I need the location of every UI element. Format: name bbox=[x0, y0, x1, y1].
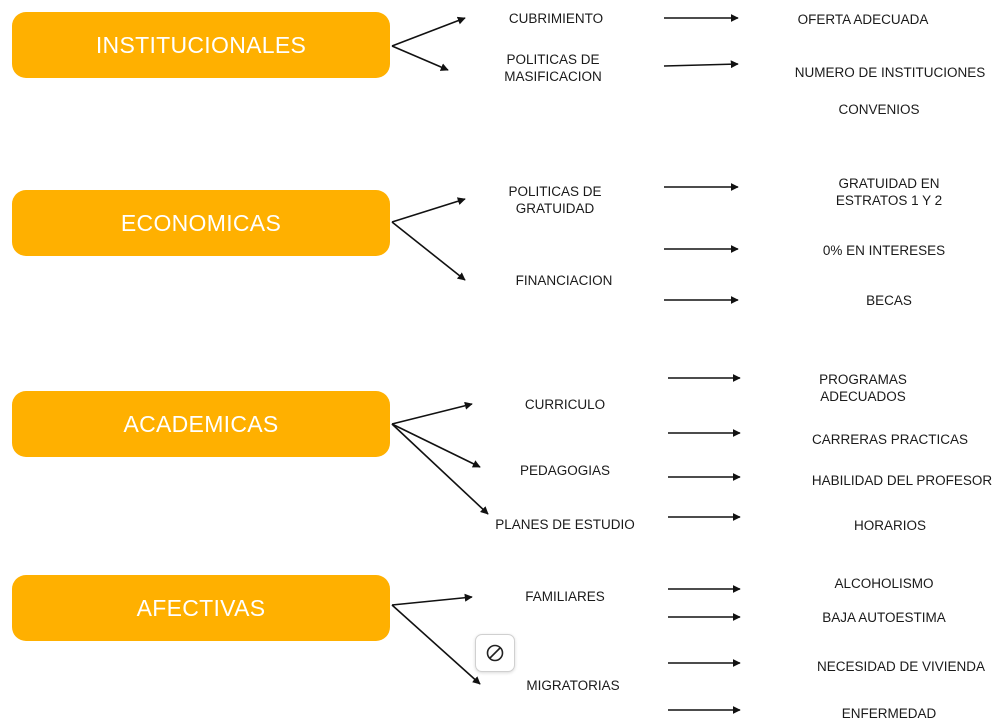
outcome-oferta-adecuada: OFERTA ADECUADA bbox=[797, 12, 929, 27]
prohibited-icon bbox=[486, 644, 504, 662]
not-allowed-button[interactable] bbox=[475, 634, 515, 672]
outcome-baja-autoestima: BAJA AUTOESTIMA bbox=[822, 610, 946, 625]
outcome-becas: BECAS bbox=[866, 293, 912, 308]
outcome-convenios: CONVENIOS bbox=[838, 102, 920, 117]
factor-pedagogias: PEDAGOGIAS bbox=[519, 463, 611, 478]
arrow-eco-gratuidad bbox=[391, 197, 466, 223]
factor-cubrimiento: CUBRIMIENTO bbox=[508, 11, 604, 26]
factor-familiares: FAMILIARES bbox=[525, 589, 605, 604]
arrow-afec-familiares bbox=[391, 593, 473, 606]
outcome-horarios: HORARIOS bbox=[853, 518, 927, 533]
factor-politicas-masificacion-line2: MASIFICACION bbox=[504, 69, 602, 84]
factor-politicas-masificacion-line1: POLITICAS DE bbox=[506, 52, 600, 67]
outcome-habilidad-profesor: HABILIDAD DEL PROFESOR bbox=[811, 473, 993, 488]
factor-planes-estudio: PLANES DE ESTUDIO bbox=[495, 517, 635, 532]
outcome-carreras-practicas: CARRERAS PRACTICAS bbox=[811, 432, 969, 447]
factor-financiacion: FINANCIACION bbox=[515, 273, 613, 288]
arrow-afec-migratorias bbox=[391, 604, 481, 685]
factor-curriculo: CURRICULO bbox=[524, 397, 606, 412]
outcome-intereses: 0% EN INTERESES bbox=[822, 243, 946, 258]
arrow-acad-pedagogias bbox=[391, 423, 481, 468]
arrow-acad-curriculo bbox=[391, 401, 473, 425]
factor-politicas-gratuidad-line1: POLITICAS DE bbox=[508, 184, 602, 199]
outcome-alcoholismo: ALCOHOLISMO bbox=[834, 576, 934, 591]
outcome-numero-instituciones: NUMERO DE INSTITUCIONES bbox=[794, 65, 986, 80]
outcome-gratuidad-estratos-line1: GRATUIDAD EN bbox=[838, 176, 940, 191]
outcome-gratuidad-estratos: GRATUIDAD EN ESTRATOS 1 Y 2 bbox=[836, 175, 942, 209]
outcome-programas-adecuados-line2: ADECUADOS bbox=[820, 389, 906, 404]
category-economicas: ECONOMICAS bbox=[12, 190, 390, 256]
factor-politicas-gratuidad-line2: GRATUIDAD bbox=[515, 201, 595, 216]
category-institucionales: INSTITUCIONALES bbox=[12, 12, 390, 78]
factor-migratorias: MIGRATORIAS bbox=[526, 678, 620, 693]
arrow-acad-planes bbox=[391, 423, 489, 515]
arrow-inst-masificacion bbox=[391, 45, 449, 71]
arrow-inst-cubrimiento bbox=[391, 16, 466, 47]
outcome-enfermedad: ENFERMEDAD bbox=[841, 706, 937, 721]
outcome-programas-adecuados: PROGRAMAS ADECUADOS bbox=[819, 371, 907, 405]
outcome-necesidad-vivienda: NECESIDAD DE VIVIENDA bbox=[816, 659, 986, 674]
factor-politicas-gratuidad: POLITICAS DE GRATUIDAD bbox=[508, 183, 601, 217]
arrow-masificacion-numero bbox=[663, 60, 739, 69]
outcome-programas-adecuados-line1: PROGRAMAS bbox=[819, 372, 907, 387]
category-academicas: ACADEMICAS bbox=[12, 391, 390, 457]
factor-politicas-masificacion: POLITICAS DE MASIFICACION bbox=[504, 51, 602, 85]
arrow-eco-financiacion bbox=[391, 221, 466, 281]
outcome-gratuidad-estratos-line2: ESTRATOS 1 Y 2 bbox=[835, 193, 943, 208]
category-afectivas: AFECTIVAS bbox=[12, 575, 390, 641]
